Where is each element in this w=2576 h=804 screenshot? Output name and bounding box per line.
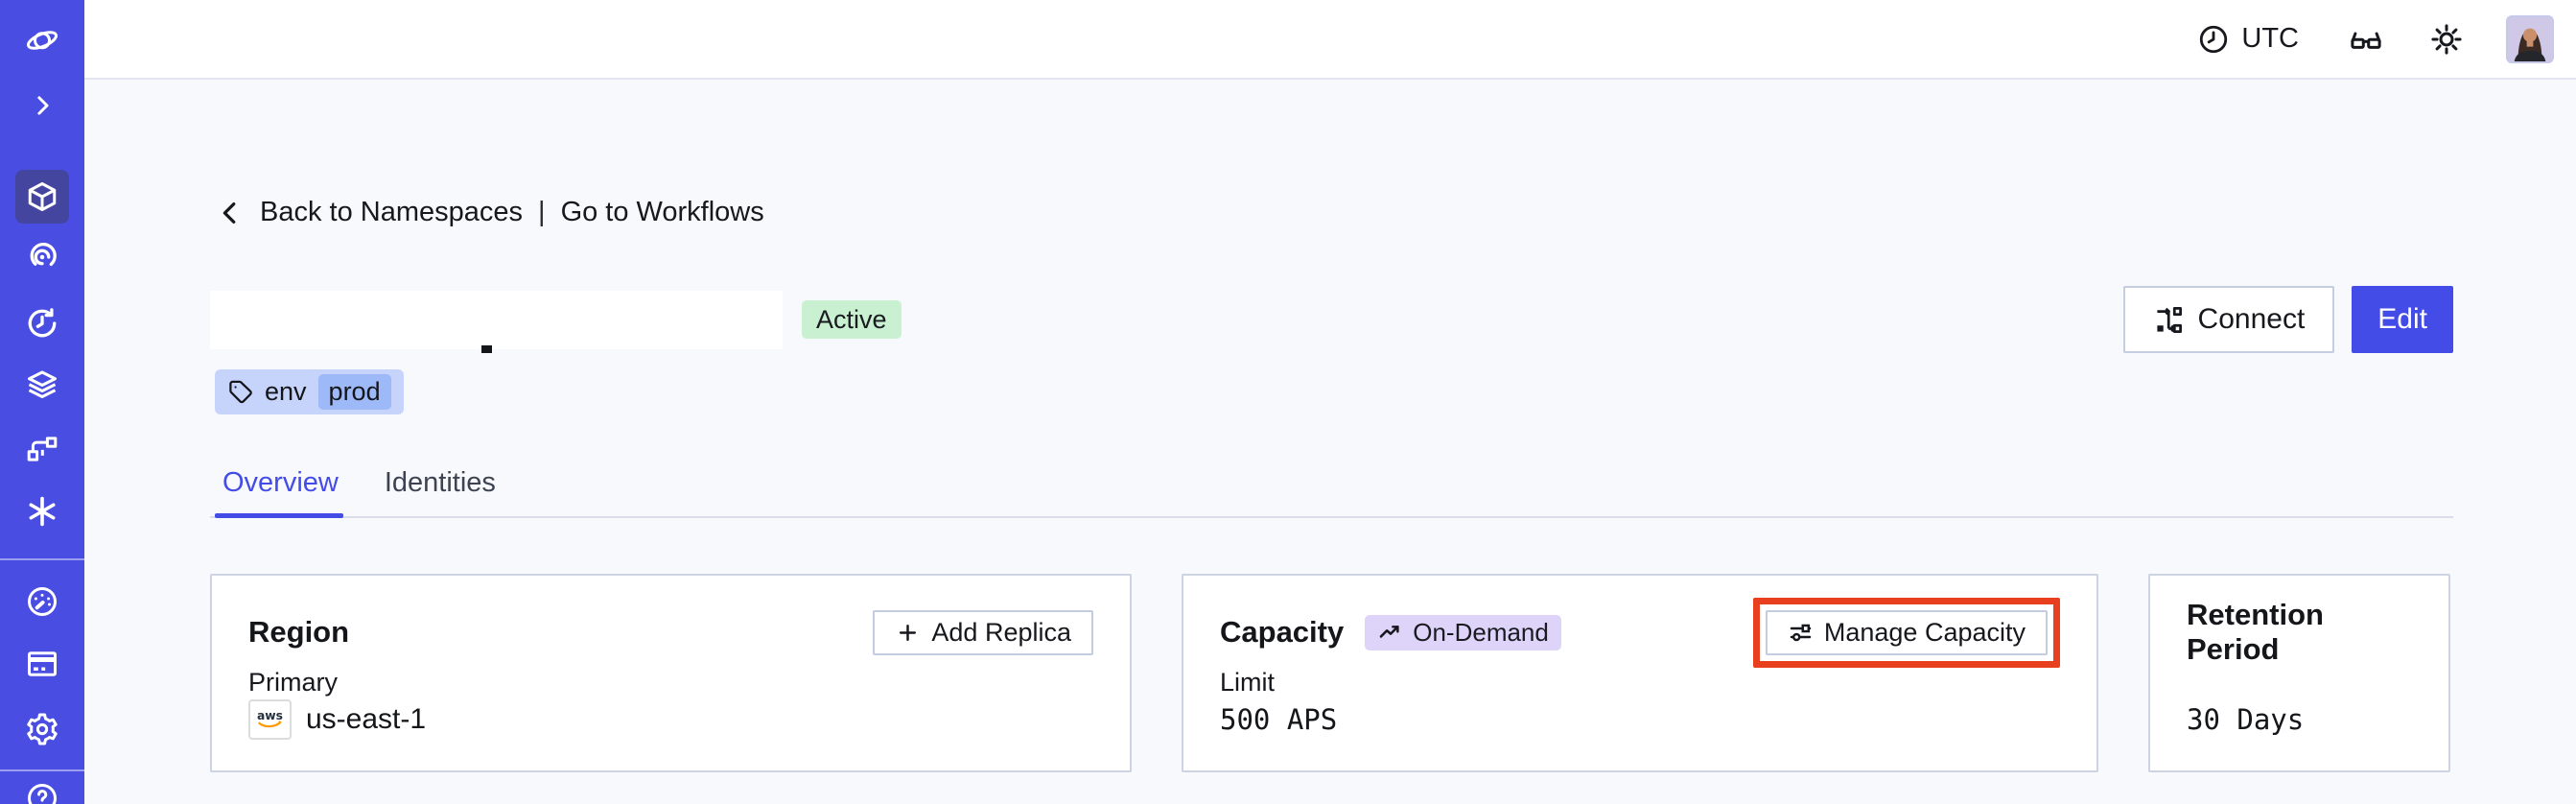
tab-bar: Overview Identities <box>222 463 496 502</box>
sidebar <box>0 0 84 804</box>
region-card-title: Region <box>248 615 350 649</box>
edit-button-label: Edit <box>2377 303 2427 335</box>
labs-glasses-button[interactable] <box>2349 22 2383 57</box>
aws-logo-icon: aws <box>257 709 283 728</box>
sun-icon <box>2431 23 2462 55</box>
redaction-artifact <box>481 344 492 353</box>
sidebar-item-nexus[interactable] <box>0 432 84 466</box>
namespace-title-row: Active Connect Edit <box>210 286 2453 353</box>
connect-flow-icon <box>2156 306 2182 333</box>
sidebar-item-billing[interactable] <box>0 647 84 681</box>
retention-card-title: Retention Period <box>2187 598 2324 666</box>
sidebar-item-schedules[interactable] <box>0 306 84 341</box>
sidebar-divider <box>0 558 84 560</box>
env-tag: env prod <box>215 369 404 414</box>
annotation-highlight-red-box: Manage Capacity <box>1752 597 2060 668</box>
temporal-logo-icon[interactable] <box>0 23 84 58</box>
svg-text:aws: aws <box>257 709 283 722</box>
sidebar-item-usage[interactable] <box>0 584 84 619</box>
avatar-image <box>2508 16 2552 61</box>
gauge-icon <box>28 587 57 616</box>
capacity-limit-label: Limit <box>1220 668 1276 697</box>
sidebar-divider <box>0 769 84 771</box>
status-badge: Active <box>802 300 902 339</box>
tag-value-chip: prod <box>317 374 391 410</box>
tab-identities[interactable]: Identities <box>384 467 496 498</box>
user-avatar[interactable] <box>2506 14 2554 63</box>
capacity-card-title: Capacity <box>1220 615 1345 649</box>
back-chevron-icon[interactable] <box>216 199 245 227</box>
main-content: Back to Namespaces | Go to Workflows Act… <box>84 80 2576 804</box>
edit-button[interactable]: Edit <box>2352 286 2453 353</box>
capacity-value: 500 APS <box>1220 703 1338 736</box>
namespace-name-redacted <box>210 290 783 353</box>
timezone-selector[interactable]: UTC <box>2197 23 2299 56</box>
region-card: Region Add Replica Primary aws <box>210 574 1132 772</box>
manage-capacity-button[interactable]: Manage Capacity <box>1765 609 2048 655</box>
plus-icon <box>900 624 917 641</box>
tag-key: env <box>265 377 307 406</box>
sidebar-item-deployments[interactable] <box>0 367 84 401</box>
trending-up-icon <box>1379 625 1399 638</box>
capacity-card: Capacity On-Demand Manage Capacity <box>1182 574 2098 772</box>
sidebar-item-settings[interactable] <box>0 712 84 746</box>
layers-icon <box>28 370 57 398</box>
sidebar-expand-chevron-icon[interactable] <box>0 88 84 123</box>
connect-button[interactable]: Connect <box>2122 286 2335 353</box>
nexus-branch-icon <box>27 437 58 461</box>
breadcrumb-separator: | <box>538 197 546 227</box>
cube-icon <box>28 182 57 211</box>
active-tab-underline <box>215 513 343 518</box>
retention-card: Retention Period 30 Days <box>2148 574 2450 772</box>
workflows-spiral-icon <box>30 242 57 267</box>
breadcrumb: Back to Namespaces | Go to Workflows <box>216 197 764 228</box>
credit-card-icon <box>28 651 57 676</box>
overview-cards: Region Add Replica Primary aws <box>210 574 2453 772</box>
sidebar-item-workflows[interactable] <box>0 240 84 274</box>
timezone-label: UTC <box>2241 23 2299 54</box>
tag-icon <box>229 380 252 404</box>
connect-button-label: Connect <box>2197 303 2306 335</box>
go-to-workflows-link[interactable]: Go to Workflows <box>560 197 764 227</box>
manage-capacity-label: Manage Capacity <box>1823 617 2026 647</box>
add-replica-button[interactable]: Add Replica <box>873 609 1093 655</box>
aws-provider-chip: aws <box>248 699 292 740</box>
gear-icon <box>27 713 58 745</box>
asterisk-icon <box>29 496 56 527</box>
on-demand-badge: On-Demand <box>1365 614 1561 650</box>
sidebar-item-namespaces[interactable] <box>0 179 84 214</box>
back-to-namespaces-link[interactable]: Back to Namespaces <box>260 197 524 227</box>
clock-icon <box>2200 25 2228 53</box>
sidebar-item-help[interactable] <box>0 781 84 804</box>
theme-toggle-button[interactable] <box>2429 22 2464 57</box>
region-value: us-east-1 <box>306 703 427 735</box>
tabs-divider-line <box>210 516 2453 518</box>
glasses-icon <box>2351 32 2381 49</box>
schedules-clock-icon <box>28 308 57 338</box>
region-primary-label: Primary <box>248 668 338 697</box>
tags-row: env prod <box>215 369 404 414</box>
sidebar-item-batch-operations[interactable] <box>0 494 84 529</box>
retention-value: 30 Days <box>2187 703 2305 736</box>
on-demand-badge-label: On-Demand <box>1413 617 1549 647</box>
add-replica-label: Add Replica <box>931 617 1071 647</box>
topbar: UTC <box>84 0 2576 80</box>
help-circle-icon <box>28 784 57 804</box>
sliders-icon <box>1790 624 1812 641</box>
tab-overview[interactable]: Overview <box>222 467 339 498</box>
